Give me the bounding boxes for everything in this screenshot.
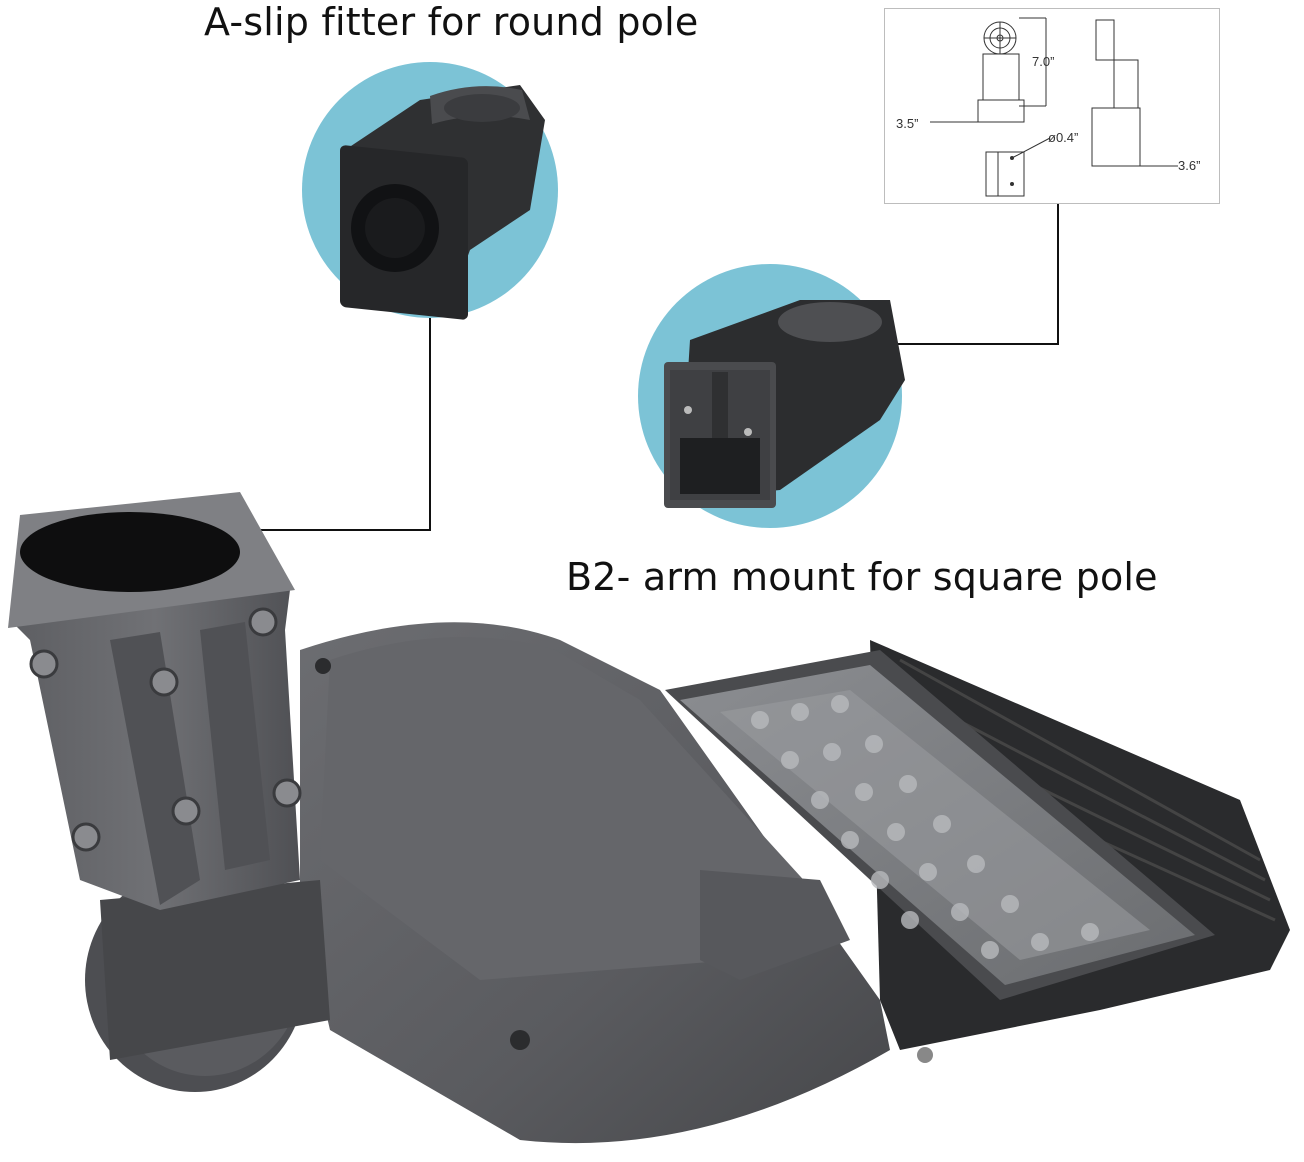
dimension-height-label: 7.0” [1032, 54, 1055, 69]
dimension-side-label: 3.6” [1178, 158, 1201, 173]
a-slip-fitter-closeup [302, 62, 558, 320]
a-slip-fitter-label: A-slip fitter for round pole [204, 0, 699, 44]
led-array [751, 695, 1099, 959]
leader-lines [240, 204, 1059, 531]
main-slip-fitter [8, 492, 330, 1092]
dimension-width-label: 3.5” [896, 116, 919, 131]
b2-arm-mount-label: B2- arm mount for square pole [566, 555, 1158, 599]
screw-icon [917, 1047, 933, 1063]
screw-icon [315, 658, 331, 674]
b2-arm-mount-closeup [638, 264, 905, 528]
dimension-drawing [884, 8, 1220, 204]
dimension-hole-label: ø0.4” [1048, 130, 1079, 145]
bolt-icons [29, 607, 302, 852]
screw-icon [510, 1030, 530, 1050]
luminaire-housing [300, 622, 1290, 1144]
drawing-lines [930, 17, 1178, 197]
